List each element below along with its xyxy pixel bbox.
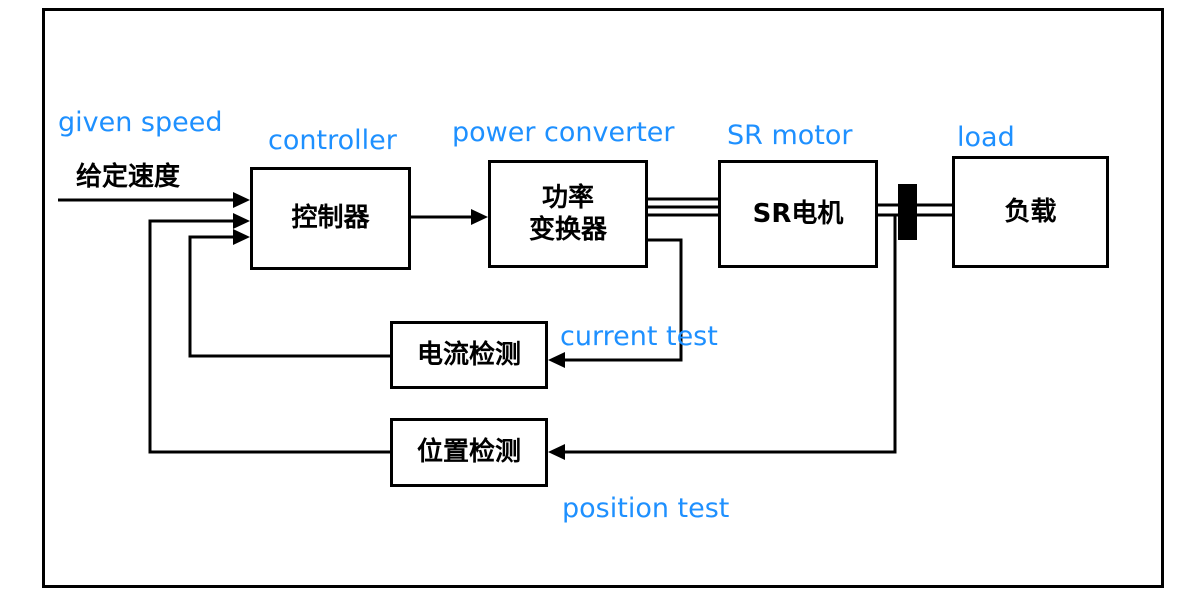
block-sr-motor: SR电机 — [718, 160, 878, 268]
block-power-converter: 功率 变换器 — [488, 160, 648, 268]
label-given-speed-zh: 给定速度 — [76, 162, 181, 192]
block-current-detect: 电流检测 — [390, 321, 548, 389]
annotation-controller: controller — [268, 125, 397, 156]
annotation-power-converter: power converter — [452, 117, 675, 148]
block-position-detect: 位置检测 — [390, 418, 548, 487]
diagram-frame — [42, 8, 1164, 588]
annotation-position-test: position test — [562, 493, 730, 524]
annotation-sr-motor: SR motor — [727, 120, 853, 151]
annotation-load: load — [957, 122, 1015, 153]
block-load: 负载 — [952, 156, 1109, 268]
annotation-given-speed: given speed — [58, 107, 223, 138]
annotation-current-test: current test — [560, 321, 718, 352]
block-controller: 控制器 — [250, 167, 411, 270]
